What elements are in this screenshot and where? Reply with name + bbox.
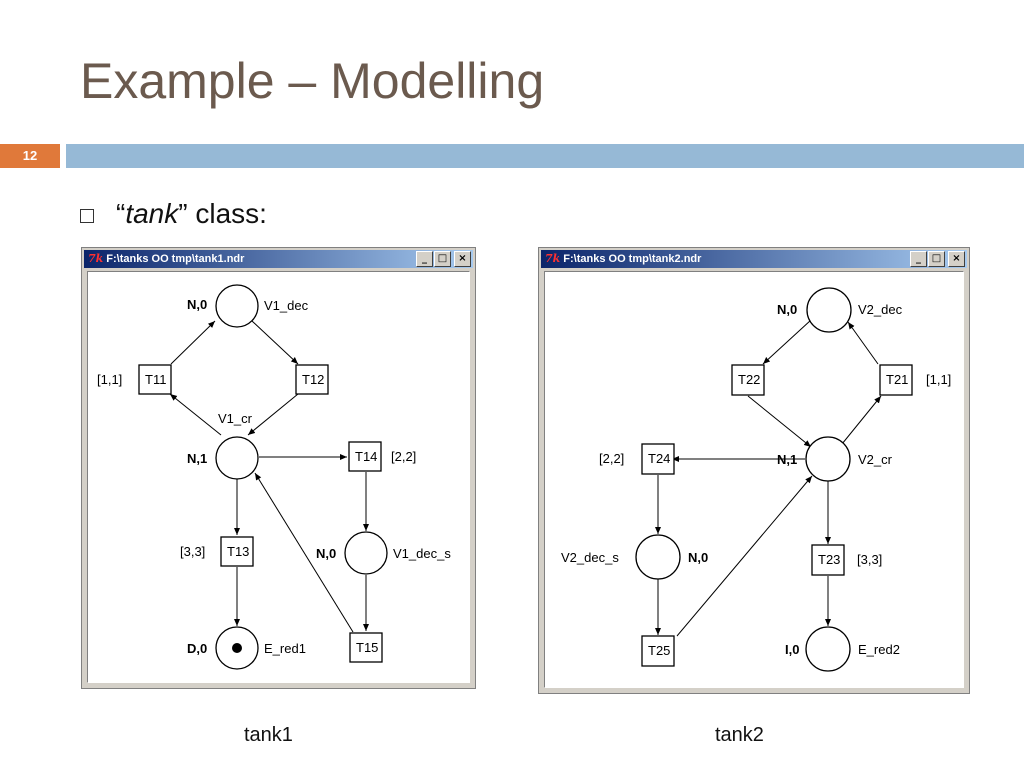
arcs [169,320,369,633]
marking-label: N,0 [688,550,708,565]
tk-app-icon: 7k [88,252,104,265]
marking-label: N,1 [187,451,207,466]
tk-app-icon: 7k [545,252,561,265]
arc-T25-V2_cr [676,475,813,637]
place-name-label: V2_dec_s [561,550,619,565]
petri-net-tank2: T22 T21 T24 T23 T25 [1,1] [2,2] [3,3] V2… [561,287,951,672]
place-name-label: E_red1 [264,641,306,656]
tank2-caption: tank2 [715,724,764,746]
place-V1_cr[interactable] [215,436,259,480]
place-V1_dec[interactable] [215,284,259,328]
slide-title: Example – Modelling [80,53,545,109]
transition-T25[interactable] [641,635,675,667]
token [232,643,242,653]
arc-T12-V1_cr [247,393,299,436]
place-name-label: E_red2 [858,642,900,657]
interval-label: [1,1] [926,372,951,387]
arc-T22-V2_cr [747,395,812,448]
transition-label: T13 [227,544,249,559]
window-title: F:\tanks OO tmp\tank1.ndr [106,253,245,265]
marking-label: D,0 [187,641,207,656]
interval-label: [1,1] [97,372,122,387]
place-name-label: V2_dec [858,302,903,317]
transition-label: T11 [145,372,166,387]
transition-label: T22 [738,372,760,387]
transition-label: T25 [648,643,670,658]
transition-T21[interactable] [879,364,913,396]
header-band [66,144,1024,168]
net-canvas[interactable]: T22 T21 T24 T23 T25 [1,1] [2,2] [3,3] V2… [544,271,964,688]
place-V1_dec_s[interactable] [344,531,388,575]
transition-T24[interactable] [641,443,675,475]
bullet-box-icon [80,209,94,223]
transition-T22[interactable] [731,364,765,396]
window-title: F:\tanks OO tmp\tank2.ndr [563,253,702,265]
minimize-button[interactable]: _ [416,251,433,267]
transition-T14[interactable] [348,441,382,472]
slide-number: 12 [0,144,60,168]
interval-label: [2,2] [599,451,624,466]
arc-V2_cr-T21 [841,395,882,445]
transition-label: T15 [356,640,378,655]
tank2-window: 7k F:\tanks OO tmp\tank2.ndr _ □ × [538,247,970,694]
place-V2_dec_s[interactable] [635,534,681,580]
arc-V2_dec-T22 [762,319,812,365]
arcs [655,319,882,637]
transition-T15[interactable] [349,632,383,663]
close-button[interactable]: × [454,251,471,267]
interval-label: [3,3] [857,552,882,567]
arc-V1_cr-T11 [169,393,222,436]
transition-T11[interactable] [138,364,172,395]
place-V2_cr[interactable] [805,436,851,482]
place-name-label: V1_dec_s [393,546,451,561]
window-titlebar[interactable]: 7k F:\tanks OO tmp\tank2.ndr _ □ × [541,250,967,268]
transition-T23[interactable] [811,544,845,576]
maximize-button[interactable]: □ [434,251,451,267]
place-name-label: V2_cr [858,452,893,467]
place-name-label: V1_cr [218,411,253,426]
tank1-window: 7k F:\tanks OO tmp\tank1.ndr _ □ × [81,247,476,689]
place-E_red2[interactable] [805,626,851,672]
transition-T12[interactable] [295,364,329,395]
close-button[interactable]: × [948,251,965,267]
tank1-caption: tank1 [244,724,293,746]
petri-net-tank1: T11 T12 T14 T13 T15 [1,1] [2,2] [3,3] V1… [97,284,451,670]
arc-T11-V1_dec [170,320,216,365]
interval-label: [2,2] [391,449,416,464]
marking-label: N,0 [187,297,207,312]
marking-label: I,0 [785,642,799,657]
minimize-button[interactable]: _ [910,251,927,267]
marking-label: N,0 [777,302,797,317]
arc-T15-V1_cr [254,472,354,633]
transition-T13[interactable] [220,536,254,567]
maximize-button[interactable]: □ [928,251,945,267]
marking-label: N,1 [777,452,797,467]
transition-label: T21 [886,372,908,387]
arc-V1_dec-T12 [251,320,299,365]
marking-label: N,0 [316,546,336,561]
window-titlebar[interactable]: 7k F:\tanks OO tmp\tank1.ndr _ □ × [84,250,473,268]
place-name-label: V1_dec [264,298,309,313]
transition-label: T23 [818,552,840,567]
bullet-italic-text: tank [125,198,179,229]
place-V2_dec[interactable] [806,287,852,333]
net-canvas[interactable]: T11 T12 T14 T13 T15 [1,1] [2,2] [3,3] V1… [87,271,470,683]
transition-label: T12 [302,372,324,387]
transition-label: T14 [355,449,377,464]
bullet-open-quote: “ [116,198,126,229]
bullet-item: “ tank ” class: [80,198,267,230]
arc-T21-V2_dec [847,321,879,365]
bullet-text: ” class: [178,198,267,229]
interval-label: [3,3] [180,544,205,559]
transition-label: T24 [648,451,670,466]
